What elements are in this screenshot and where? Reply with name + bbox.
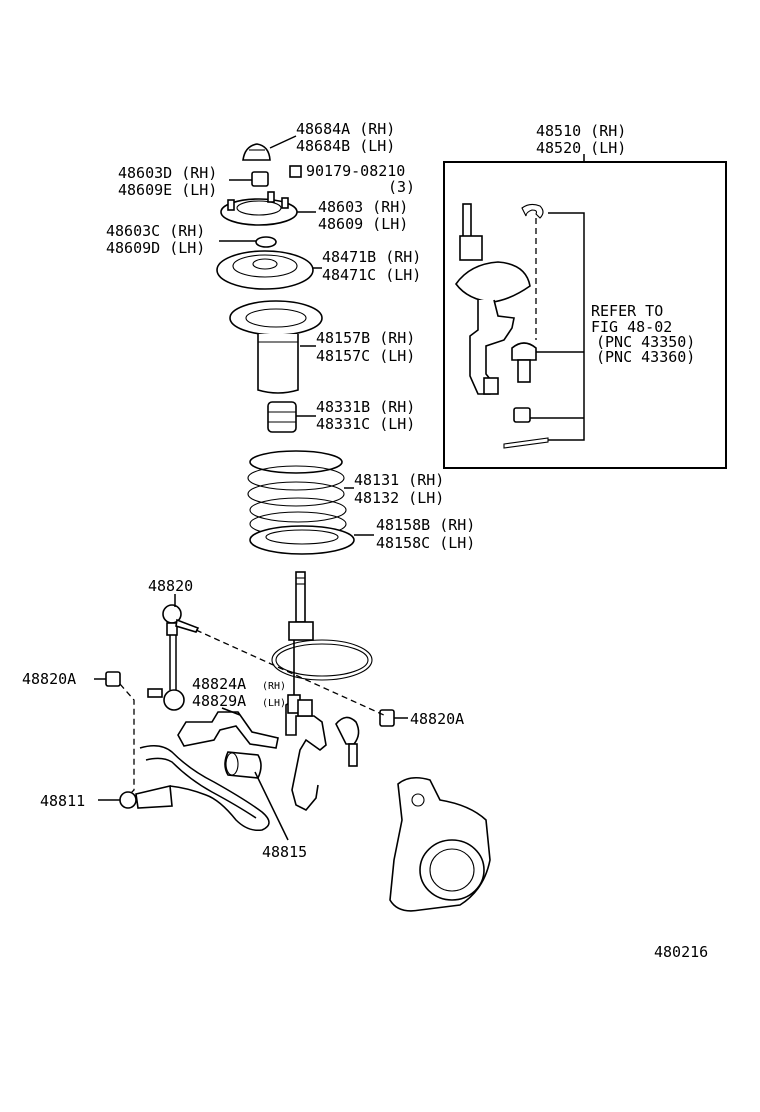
bellows-part [229, 300, 323, 394]
label-48829a-side: (LH) [262, 698, 286, 709]
figure-id: 480216 [654, 943, 708, 961]
label-48331-rh: 48331B (RH) [316, 398, 415, 416]
label-48820: 48820 [148, 577, 193, 595]
label-48824a: 48824A [192, 675, 246, 693]
washer-48603c-part [255, 236, 277, 248]
label-48510-rh: 48510 (RH) [536, 122, 626, 140]
label-48824a-side: (RH) [262, 681, 286, 692]
label-48603d-rh: 48603D (RH) [118, 164, 217, 182]
upper-spring-seat-part [216, 250, 314, 290]
stabilizer-bar-part [119, 745, 270, 832]
label-48603-rh: 48603 (RH) [318, 198, 408, 216]
label-48815: 48815 [262, 843, 307, 861]
leader-48824a [221, 707, 241, 716]
label-48158-rh: 48158B (RH) [376, 516, 475, 534]
label-48157-lh: 48157C (LH) [316, 347, 415, 365]
shock-absorber-part [271, 571, 373, 811]
refer-line-4: (PNC 43360) [596, 348, 695, 366]
refer-line-2: FIG 48-02 [591, 318, 672, 336]
refer-line-1: REFER TO [591, 302, 663, 320]
mount-cap-part [242, 143, 271, 161]
label-48471-rh: 48471B (RH) [322, 248, 421, 266]
label-48684-lh: 48684B (LH) [296, 137, 395, 155]
label-48131-rh: 48131 (RH) [354, 471, 444, 489]
label-48132-lh: 48132 (LH) [354, 489, 444, 507]
upper-support-part [220, 191, 298, 226]
label-48520-lh: 48520 (LH) [536, 139, 626, 157]
label-48157-rh: 48157B (RH) [316, 329, 415, 347]
label-48829a: 48829A [192, 692, 246, 710]
dashed-link-left [119, 683, 135, 801]
label-48603c-lh: 48609D (LH) [106, 239, 205, 257]
label-48603d-lh: 48609E (LH) [118, 181, 217, 199]
stabilizer-bracket-part [177, 711, 279, 749]
leader-48815 [254, 771, 289, 841]
refer-line-3: (PNC 43350) [596, 333, 695, 351]
dashed-link-right [195, 629, 387, 717]
label-90179-qty: (3) [388, 178, 415, 196]
bump-stopper-part [267, 401, 297, 433]
stabilizer-link-part [147, 604, 200, 711]
label-48603c-rh: 48603C (RH) [106, 222, 205, 240]
label-48158-lh: 48158C (LH) [376, 534, 475, 552]
nut-48820a-right-part [379, 709, 395, 727]
leader-48684 [269, 135, 297, 149]
spring-insulator-part [249, 525, 355, 555]
nut-90179-part [289, 165, 302, 178]
nut-48820a-left-part [105, 671, 121, 687]
label-90179: 90179-08210 [306, 162, 405, 180]
label-48331-lh: 48331C (LH) [316, 415, 415, 433]
refer-bracket [530, 212, 585, 441]
label-48603-lh: 48609 (LH) [318, 215, 408, 233]
label-48811: 48811 [40, 792, 85, 810]
label-48820a-left: 48820A [22, 670, 76, 688]
strut-assembly-box [443, 161, 727, 469]
label-48471-lh: 48471C (LH) [322, 266, 421, 284]
steering-knuckle-part [389, 776, 491, 912]
label-48820a-right: 48820A [410, 710, 464, 728]
nut-48603d-part [251, 171, 269, 187]
coil-spring-part [247, 450, 347, 537]
label-48684-rh: 48684A (RH) [296, 120, 395, 138]
